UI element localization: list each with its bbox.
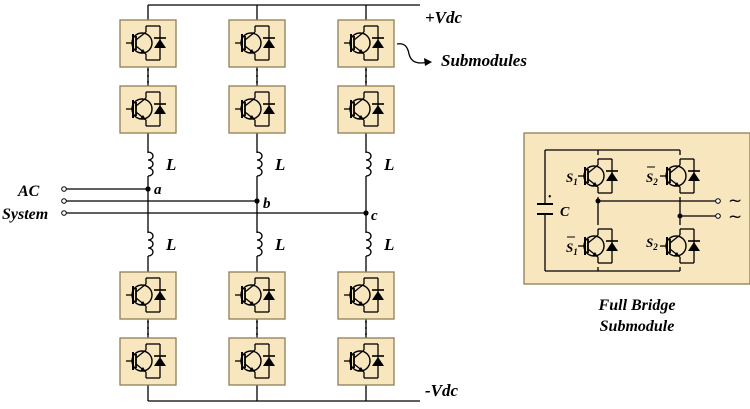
system-label: System xyxy=(2,206,48,223)
ac-output-tilde: ~ xyxy=(728,191,742,211)
submodule xyxy=(119,337,177,386)
submodule xyxy=(337,19,395,68)
submodule xyxy=(119,19,177,68)
inductor-label: L xyxy=(274,235,285,254)
submodules-arrow xyxy=(396,43,429,64)
ac-lines xyxy=(61,186,369,216)
switch-s1-label: S1 xyxy=(566,170,578,187)
inductor-label: L xyxy=(165,155,176,174)
submodules-arrowhead xyxy=(424,58,432,66)
pos-dc-label: +Vdc xyxy=(425,8,463,27)
inductor-label: L xyxy=(274,155,285,174)
inductor-label: L xyxy=(383,155,394,174)
submodule xyxy=(119,85,177,134)
inductor-label: L xyxy=(165,235,176,254)
submodule xyxy=(337,271,395,320)
inductor-label: L xyxy=(383,235,394,254)
submodule xyxy=(228,85,286,134)
svg-text:•: • xyxy=(548,192,552,203)
switch-s2bar-label: S2 xyxy=(646,170,658,187)
ac-output-tilde: ~ xyxy=(728,207,742,227)
submodule xyxy=(228,19,286,68)
continuation-dots xyxy=(147,69,367,337)
switch-s1bar-label: S1 xyxy=(566,240,578,257)
switch-s2-label: S2 xyxy=(646,235,658,252)
submodules-group xyxy=(119,19,395,386)
capacitor-label: C xyxy=(560,205,570,220)
submodule xyxy=(228,337,286,386)
inductors xyxy=(145,151,373,257)
full-bridge-caption-line1: Full Bridge xyxy=(598,297,676,314)
phase-a-label: a xyxy=(154,182,162,198)
full-bridge-detail: • xyxy=(523,132,750,285)
submodule xyxy=(337,85,395,134)
submodule xyxy=(337,337,395,386)
submodule xyxy=(119,271,177,320)
ac-label: AC xyxy=(17,183,40,200)
phase-b-label: b xyxy=(263,196,271,212)
phase-c-label: c xyxy=(371,208,378,224)
submodules-label: Submodules xyxy=(441,51,527,70)
full-bridge-caption-line2: Submodule xyxy=(600,318,675,335)
submodule xyxy=(228,271,286,320)
neg-dc-label: -Vdc xyxy=(425,381,459,400)
